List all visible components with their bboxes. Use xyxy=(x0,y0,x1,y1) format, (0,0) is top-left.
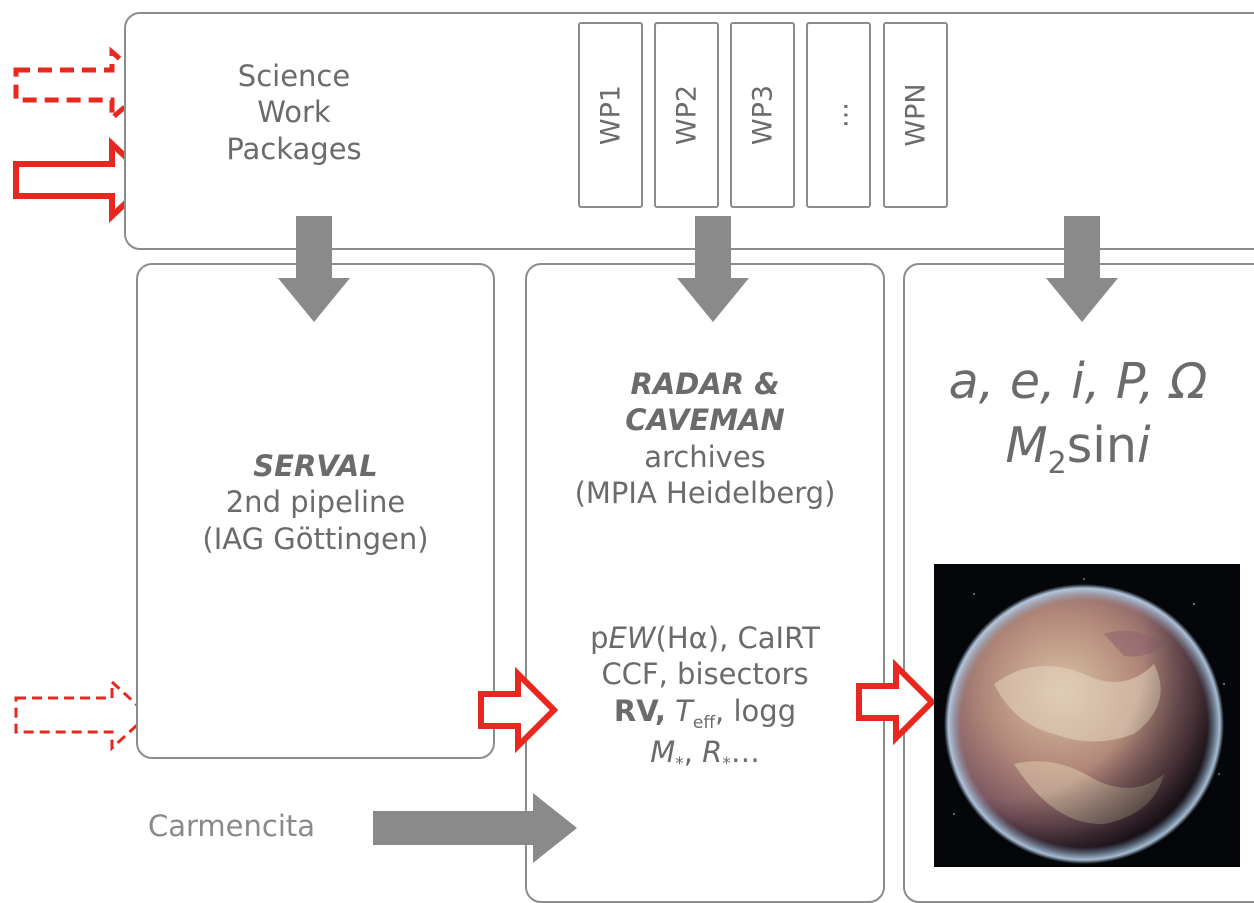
data-products-text: pEW(Hα), CaIRT CCF, bisectors RV, Teff, … xyxy=(525,620,885,775)
serval-institution: (IAG Göttingen) xyxy=(202,521,429,556)
wp-label: WP3 xyxy=(747,84,778,146)
down-arrow-orbit xyxy=(1046,216,1118,322)
comma: , xyxy=(683,734,703,769)
ellipsis: … xyxy=(730,734,760,769)
carmencita-label: Carmencita xyxy=(148,809,316,843)
m2sini-line: M2sini xyxy=(903,414,1253,483)
archives-label: archives xyxy=(644,439,766,474)
work-package-n: WPN xyxy=(883,22,948,208)
work-package-3: WP3 xyxy=(730,22,795,208)
work-package-ellipsis: ... xyxy=(806,22,871,208)
serval-subtitle: 2nd pipeline xyxy=(225,485,406,520)
red-arrow-serval-to-radar xyxy=(478,666,559,754)
teff-sub: eff xyxy=(692,712,716,733)
logg-label: , logg xyxy=(715,693,797,728)
rstar-sub: * xyxy=(722,753,731,774)
wp-label: WP1 xyxy=(595,84,626,146)
wp-label: ... xyxy=(823,102,854,128)
title-line-3: Packages xyxy=(226,131,362,166)
radar-caveman-text: RADAR & CAVEMAN archives (MPIA Heidelber… xyxy=(525,366,885,511)
red-arrow-radar-to-planet xyxy=(856,658,937,746)
wp-label: WPN xyxy=(900,83,931,147)
serval-text: SERVAL 2nd pipeline (IAG Göttingen) xyxy=(136,448,495,557)
pew-line: pEW(Hα), CaIRT xyxy=(525,620,885,656)
title-line-2: Work xyxy=(257,95,331,130)
ccf-line: CCF, bisectors xyxy=(601,657,809,692)
title-line-1: Science xyxy=(237,59,351,93)
pew-ew: EW xyxy=(608,621,656,655)
m2-sin: sin xyxy=(1066,416,1137,474)
caveman-name: CAVEMAN xyxy=(625,403,785,438)
m2-i: i xyxy=(1136,416,1151,474)
mstar-sub: * xyxy=(675,753,684,774)
serval-box xyxy=(136,263,495,759)
work-package-1: WP1 xyxy=(578,22,643,208)
pew-rest: (Hα), CaIRT xyxy=(655,621,820,655)
pew-prefix: p xyxy=(590,621,609,655)
rstar: R xyxy=(702,734,723,769)
orbital-params: a, e, i, P, Ω xyxy=(948,353,1208,410)
m2-m: M xyxy=(1005,416,1048,474)
radar-institution: (MPIA Heidelberg) xyxy=(574,475,836,510)
m2-sub: 2 xyxy=(1047,445,1067,481)
mstar: M xyxy=(650,734,676,769)
orbital-params-text: a, e, i, P, Ω M2sini xyxy=(903,350,1253,482)
planet-image xyxy=(934,564,1240,867)
down-arrow-radar xyxy=(677,216,749,322)
mass-radius-line: M*, R*… xyxy=(525,734,885,775)
radar-name: RADAR & xyxy=(630,367,780,401)
rv-label: RV, xyxy=(613,693,666,728)
science-work-packages-title: Science Work Packages xyxy=(184,58,404,167)
radar-caveman-box xyxy=(525,263,885,903)
work-package-2: WP2 xyxy=(654,22,719,208)
teff-t: T xyxy=(675,693,693,728)
dashed-input-arrow-bottom xyxy=(14,678,151,752)
down-arrow-serval xyxy=(278,216,350,322)
wp-label: WP2 xyxy=(671,84,702,146)
rv-line: RV, Teff, logg xyxy=(525,693,885,734)
serval-name: SERVAL xyxy=(253,449,378,483)
carmencita-arrow xyxy=(373,793,577,863)
